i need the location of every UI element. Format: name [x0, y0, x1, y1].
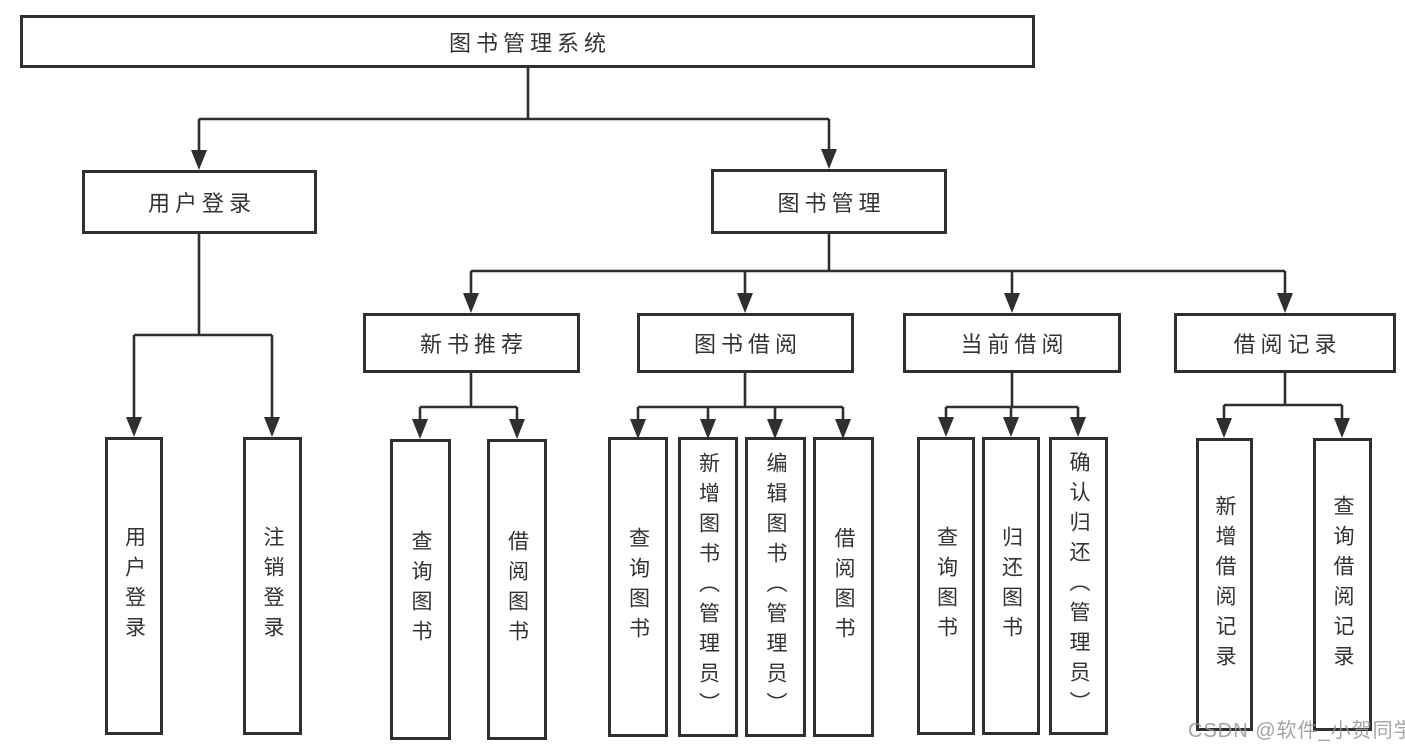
node-leaf-add-book-admin: 新增图书（管理员） — [678, 437, 738, 737]
node-label-leaf-query-book-1: 查询图书 — [409, 529, 432, 650]
node-leaf-query-book-2: 查询图书 — [608, 437, 668, 737]
node-label-leaf-query-book-3: 查询图书 — [934, 526, 958, 646]
node-label-leaf-query-borrow-record: 查询借阅记录 — [1331, 494, 1354, 675]
connector-root-to-level2 — [197, 68, 831, 152]
node-leaf-query-book-1: 查询图书 — [390, 439, 451, 740]
node-label-book-borrow: 图书借阅 — [693, 332, 802, 357]
node-label-leaf-add-book-admin: 新增图书（管理员） — [696, 452, 720, 722]
node-borrow-record: 借阅记录 — [1174, 313, 1396, 373]
node-label-new-book-recommend: 新书推荐 — [419, 332, 528, 357]
connector-user-login-split — [132, 234, 274, 419]
node-label-leaf-user-login: 用户登录 — [122, 526, 146, 646]
node-leaf-return-book: 归还图书 — [982, 437, 1040, 735]
node-leaf-add-borrow-record: 新增借阅记录 — [1196, 438, 1253, 731]
node-book-management: 图书管理 — [711, 169, 947, 234]
node-label-leaf-add-borrow-record: 新增借阅记录 — [1213, 494, 1236, 675]
node-leaf-query-book-3: 查询图书 — [917, 437, 975, 735]
arrowheads-current-borrow-children — [938, 417, 1086, 437]
arrowheads-book-borrow-children — [630, 419, 851, 439]
node-label-current-borrow: 当前借阅 — [960, 332, 1069, 357]
arrowheads-user-login-children — [126, 417, 280, 437]
node-label-library-system: 图书管理系统 — [448, 30, 611, 56]
connector-new-book-split — [418, 373, 519, 421]
node-library-system: 图书管理系统 — [20, 15, 1035, 68]
node-label-leaf-borrow-book-1: 借阅图书 — [505, 529, 529, 650]
arrowheads-level2 — [191, 149, 837, 170]
node-label-user-login: 用户登录 — [147, 191, 256, 216]
node-leaf-confirm-return-admin: 确认归还（管理员） — [1049, 437, 1108, 735]
node-leaf-user-login: 用户登录 — [105, 437, 163, 735]
connector-current-borrow-split — [944, 373, 1080, 419]
node-label-leaf-borrow-book-2: 借阅图书 — [832, 527, 855, 647]
arrowheads-level3 — [463, 293, 1293, 313]
csdn-watermark: CSDN @软件_小贺同学 — [1188, 720, 1405, 742]
node-label-borrow-record: 借阅记录 — [1233, 332, 1342, 357]
connector-book-borrow-split — [636, 373, 845, 421]
node-current-borrow: 当前借阅 — [903, 313, 1121, 373]
node-label-leaf-query-book-2: 查询图书 — [626, 527, 650, 647]
node-label-book-management: 图书管理 — [777, 190, 886, 216]
connector-borrow-record-split — [1222, 373, 1344, 420]
node-leaf-borrow-book-2: 借阅图书 — [813, 437, 874, 737]
arrowheads-borrow-record-children — [1216, 418, 1350, 438]
node-leaf-edit-book-admin: 编辑图书（管理员） — [745, 437, 806, 737]
node-leaf-logout: 注销登录 — [243, 437, 302, 735]
connector-book-mgmt-split — [469, 234, 1287, 295]
node-user-login: 用户登录 — [82, 170, 317, 234]
node-label-leaf-confirm-return-admin: 确认归还（管理员） — [1067, 451, 1090, 721]
node-leaf-borrow-book-1: 借阅图书 — [487, 439, 547, 740]
node-label-leaf-edit-book-admin: 编辑图书（管理员） — [764, 452, 787, 722]
node-label-leaf-logout: 注销登录 — [261, 526, 284, 646]
node-book-borrow: 图书借阅 — [637, 313, 854, 373]
node-label-leaf-return-book: 归还图书 — [999, 526, 1023, 646]
node-leaf-query-borrow-record: 查询借阅记录 — [1313, 438, 1372, 731]
node-new-book-recommend: 新书推荐 — [363, 313, 580, 373]
arrowheads-new-book-children — [412, 419, 525, 439]
